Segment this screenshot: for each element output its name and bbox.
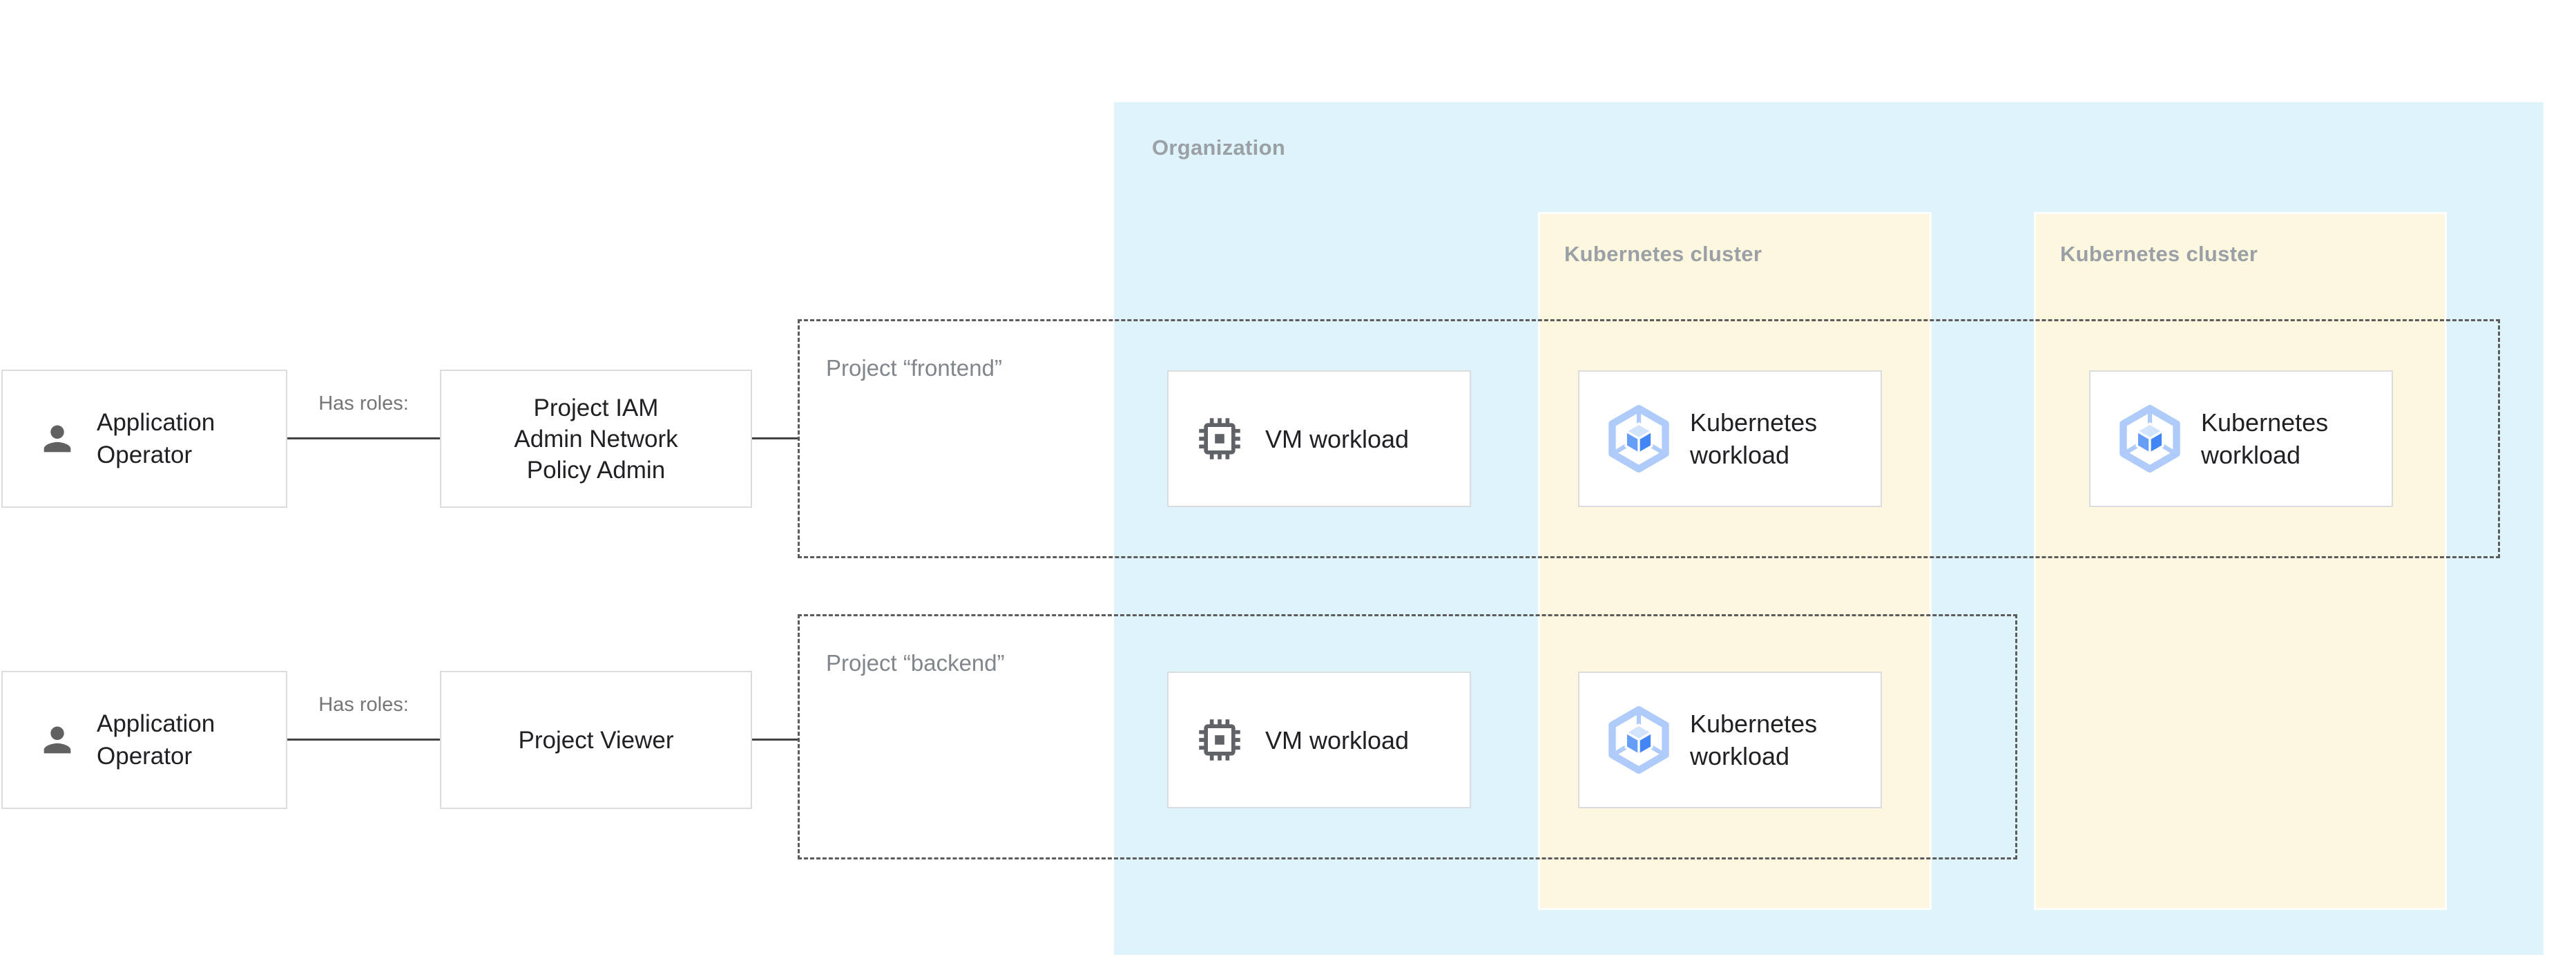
vm-chip-icon — [1196, 415, 1243, 462]
gke-hexagon-icon — [1604, 705, 1673, 774]
workload-label: VM workload — [1265, 424, 1410, 453]
person-icon — [37, 419, 77, 459]
connector-line — [752, 739, 798, 741]
project-frontend-label: Project “frontend” — [826, 355, 1002, 381]
kubernetes-cluster-2-label: Kubernetes cluster — [2060, 242, 2258, 266]
workload-label: Kubernetes workload — [1690, 408, 1818, 469]
organization-label: Organization — [1152, 135, 1286, 160]
kubernetes-workload-node: Kubernetes workload — [1578, 370, 1882, 507]
vm-workload-node: VM workload — [1167, 370, 1471, 507]
actor-label: Application Operator — [97, 409, 215, 468]
role-label: Project Viewer — [518, 726, 674, 754]
workload-label: Kubernetes workload — [1690, 710, 1818, 770]
has-roles-label: Has roles: — [318, 694, 409, 716]
application-operator-node: Application Operator — [1, 370, 287, 508]
application-operator-node: Application Operator — [1, 671, 287, 809]
kubernetes-cluster-zone-2 — [2034, 212, 2447, 910]
project-backend-boundary — [798, 614, 2017, 859]
actor-label: Application Operator — [97, 710, 215, 770]
person-icon — [37, 720, 77, 760]
kubernetes-workload-node: Kubernetes workload — [2089, 370, 2393, 507]
vm-chip-icon — [1196, 716, 1243, 763]
connector-line — [287, 437, 440, 439]
vm-workload-node: VM workload — [1167, 672, 1471, 808]
project-backend-label: Project “backend” — [826, 650, 1005, 676]
connector-line — [752, 437, 798, 439]
workload-label: Kubernetes workload — [2201, 408, 2329, 469]
role-label: Project IAM Admin Network Policy Admin — [514, 394, 678, 484]
has-roles-label: Has roles: — [318, 392, 409, 415]
kubernetes-cluster-1-label: Kubernetes cluster — [1564, 242, 1762, 266]
project-frontend-boundary — [798, 319, 2500, 558]
kubernetes-workload-node: Kubernetes workload — [1578, 672, 1882, 808]
workload-label: VM workload — [1265, 725, 1410, 754]
gke-hexagon-icon — [2115, 404, 2184, 473]
connector-line — [287, 739, 440, 741]
role-node-project-iam-network-policy-admin: Project IAM Admin Network Policy Admin — [440, 370, 752, 508]
role-node-project-viewer: Project Viewer — [440, 671, 752, 809]
gke-hexagon-icon — [1604, 404, 1673, 473]
